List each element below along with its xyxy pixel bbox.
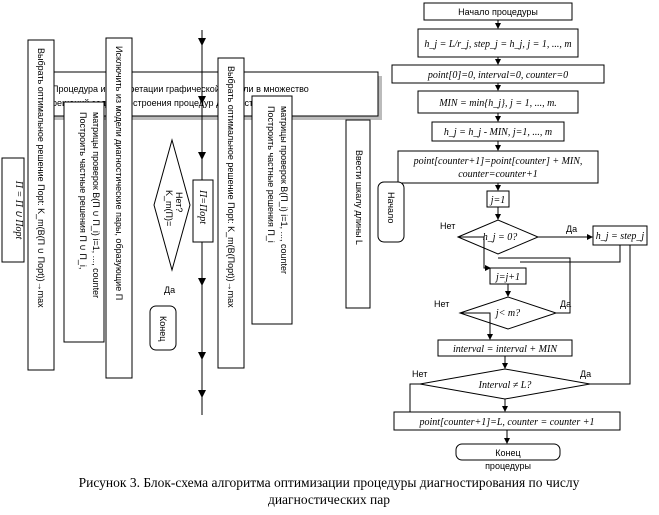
- partial-solutions-union-line1: Построить частные решения П ∪ П_i,: [78, 112, 88, 269]
- pi-union-label: П = П ∪ Поpt: [13, 180, 24, 240]
- end-procedure-line2: процедуры: [485, 461, 531, 471]
- step-init-h-label: h_j = L/r_j, step_j = h_j, j = 1, ..., m: [424, 39, 571, 50]
- interpretation-line1: Процедура интерпретации графической моде…: [52, 84, 309, 94]
- km-diamond-label2: Нет?: [174, 192, 184, 212]
- select-opt-label: Выбрать оптимальное решение Поpt: K_m(B(…: [226, 66, 236, 308]
- left-flowchart: Процедура интерпретации графической моде…: [1, 30, 405, 415]
- exclude-pairs-label: Исключить из модели диагностические пары…: [114, 46, 124, 300]
- right-flowchart: Начало процедуры h_j = L/r_j, step_j = h…: [391, 2, 648, 471]
- km-diamond: [153, 138, 191, 272]
- cond-j-less-m-label: j< m?: [494, 308, 520, 319]
- reset-hj-label: h_j = step_j: [596, 231, 645, 242]
- select-opt-union-label: Выбрать оптимальное решение Поpt: K_m(B(…: [36, 48, 46, 308]
- partial-solutions-union-line2: матрицы проверок B(П ∪ П_i) i=1, ..., co…: [91, 112, 101, 298]
- km-diamond-label: K_m(П)=: [164, 190, 174, 226]
- figure-caption-line2: диагностических пар: [268, 492, 390, 507]
- cond2-no-label: Нет: [434, 299, 449, 309]
- cond3-no-label: Нет: [412, 369, 427, 379]
- end-procedure-box: [455, 443, 561, 461]
- j-increment-label: j=j+1: [494, 272, 520, 283]
- step-j1-label: j=1: [489, 195, 506, 206]
- partial-solutions-union-box: [63, 101, 105, 343]
- select-opt-box: [217, 57, 245, 369]
- end-label: Конец: [158, 316, 168, 341]
- interval-update-label: interval = interval + MIN: [453, 344, 558, 355]
- step-hj-minus-label: h_j = h_j - MIN, j=1, ..., m: [444, 127, 552, 138]
- end-box: [149, 305, 177, 351]
- end-procedure-line1: Конец: [495, 448, 520, 458]
- start-procedure-label: Начало процедуры: [458, 7, 538, 17]
- input-scale-box: [345, 119, 371, 309]
- step-point-counter-line1: point[counter+1]=point[counter] + MIN,: [413, 156, 583, 167]
- final-point-label: point[counter+1]=L, counter = counter +1: [418, 417, 594, 428]
- km-yes-label: Да: [164, 285, 175, 295]
- step-init-point-label: point[0]=0, interval=0, counter=0: [427, 70, 568, 81]
- interpretation-line2: решений задачи построения процедур диагн…: [52, 98, 293, 108]
- step-min-label: MIN = min{h_j}, j = 1, ..., m.: [438, 98, 557, 109]
- partial-solutions-line2: матрицы проверок B(П_i) i=1, ..., counte…: [279, 106, 289, 274]
- step-point-counter-line2: counter=counter+1: [458, 169, 538, 180]
- input-scale-label: Ввести шкалу длины L: [354, 150, 364, 245]
- cond-hj-zero-label: h_j = 0?: [483, 232, 518, 243]
- start-label: Начало: [386, 192, 396, 223]
- select-opt-union-box: [27, 39, 55, 371]
- cond1-yes-label: Да: [566, 224, 577, 234]
- step-point-counter-box: [397, 150, 599, 184]
- partial-solutions-line1: Построить частные решения П_i: [266, 106, 276, 243]
- exclude-pairs-box: [105, 37, 133, 379]
- pi-eq-popt-box: [192, 179, 214, 243]
- cond3-yes-label: Да: [580, 369, 591, 379]
- cond2-yes-label: Да: [560, 299, 571, 309]
- start-box: [377, 181, 405, 243]
- cond1-no-label: Нет: [440, 221, 455, 231]
- partial-solutions-box: [251, 95, 293, 325]
- pi-eq-popt-label: П=Поpt: [197, 189, 208, 224]
- pi-union-box: [1, 157, 25, 263]
- cond-interval-label: Interval ≠ L?: [478, 380, 532, 391]
- step-init-h-box: [417, 28, 579, 58]
- figure-caption-line1: Рисунок 3. Блок-схема алгоритма оптимиза…: [79, 475, 580, 490]
